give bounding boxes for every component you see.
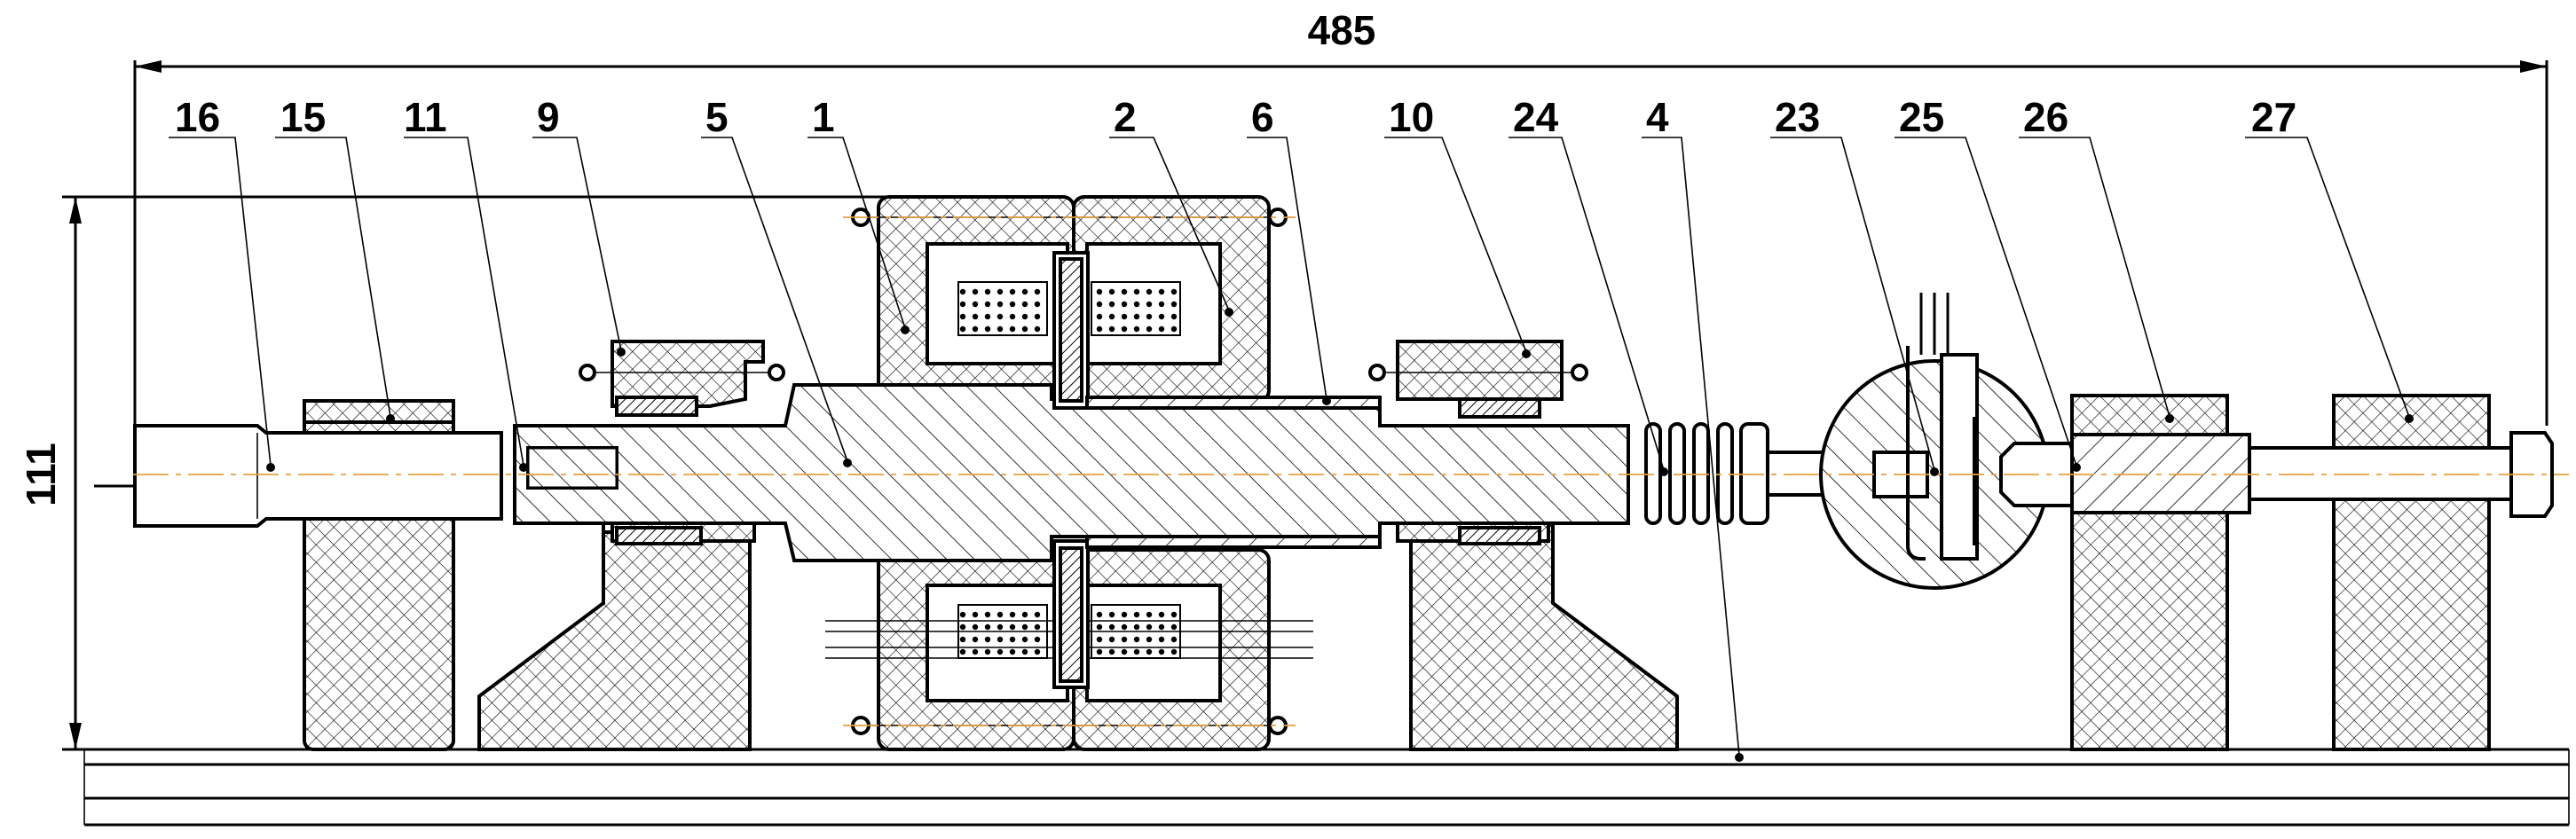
rotary-part-23 — [1819, 293, 2050, 590]
callout-16-text: 16 — [175, 94, 220, 140]
rotor-disc — [1052, 251, 1382, 689]
callout-6-text: 6 — [1251, 94, 1274, 140]
callout-11: 11 — [404, 94, 528, 472]
bearing-housing-9 — [579, 340, 785, 545]
shaft-5 — [513, 383, 1630, 562]
spring-24 — [1644, 422, 1734, 525]
callout-15-text: 15 — [280, 94, 326, 140]
callout-10-text: 10 — [1389, 94, 1434, 140]
callout-24-text: 24 — [1513, 94, 1559, 140]
bearing-support-left — [477, 513, 752, 751]
callout-25-text: 25 — [1899, 94, 1944, 140]
dimension-height-value: 111 — [18, 443, 64, 506]
callout-23: 23 — [1770, 94, 1939, 476]
callout-6: 6 — [1247, 94, 1331, 405]
callout-4-text: 4 — [1646, 94, 1669, 140]
callout-16: 16 — [169, 94, 275, 472]
bearing-housing-10 — [1368, 340, 1588, 545]
callout-9-text: 9 — [537, 94, 560, 140]
callout-1-text: 1 — [812, 94, 835, 140]
callout-4: 4 — [1642, 94, 1744, 762]
callout-11-text: 11 — [404, 94, 447, 140]
callout-15: 15 — [275, 94, 395, 423]
support-27 — [2248, 394, 2554, 751]
callout-27: 27 — [2245, 94, 2414, 423]
callout-5-text: 5 — [705, 94, 729, 140]
callout-9: 9 — [532, 94, 626, 357]
callout-25: 25 — [1895, 94, 2081, 472]
callout-2-text: 2 — [1114, 94, 1137, 140]
callout-27-text: 27 — [2251, 94, 2296, 140]
sensor-16 — [94, 424, 503, 528]
callout-26-text: 26 — [2023, 94, 2068, 140]
callout-2: 2 — [1109, 94, 1233, 317]
dimension-length-value: 485 — [1308, 7, 1376, 53]
callout-23-text: 23 — [1775, 94, 1820, 140]
holder-26 — [2070, 394, 2251, 751]
dimension-height: 111 — [18, 195, 887, 751]
base-plate — [83, 748, 2570, 829]
callout-1: 1 — [807, 94, 910, 334]
bearing-support-right — [1409, 523, 1679, 751]
callout-24: 24 — [1509, 94, 1668, 476]
callout-26: 26 — [2019, 94, 2174, 423]
callout-10: 10 — [1384, 94, 1531, 358]
callout-5: 5 — [701, 94, 852, 467]
